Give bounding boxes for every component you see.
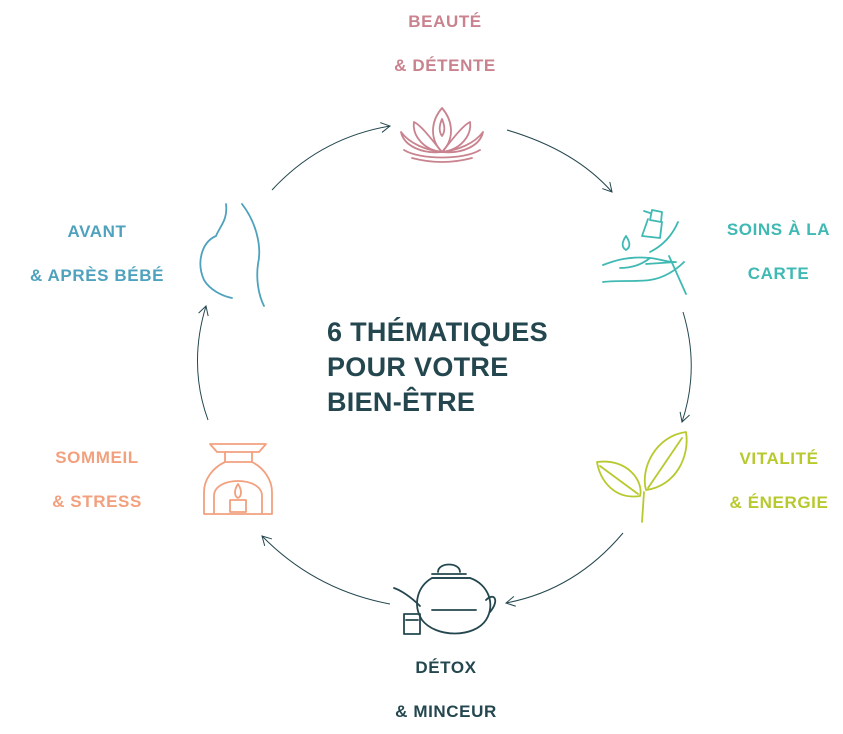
theme-label-beaute-detente: BEAUTÉ & DÉTENTE (383, 0, 507, 88)
theme-sommeil-line2: & STRESS (52, 492, 142, 511)
lotus-icon (400, 107, 484, 163)
center-title-line1: 6 THÉMATIQUES (327, 317, 548, 347)
theme-soins-line1: SOINS À LA (726, 220, 831, 239)
theme-label-soins-carte: SOINS À LA CARTE (715, 208, 842, 296)
teapot-icon (393, 563, 497, 635)
center-title: 6 THÉMATIQUES POUR VOTRE BIEN-ÊTRE (327, 315, 548, 420)
hand-serum-icon (602, 209, 687, 295)
theme-detox-line1: DÉTOX (415, 658, 477, 677)
theme-label-detox-minceur: DÉTOX & MINCEUR (380, 646, 512, 734)
theme-soins-line2: CARTE (747, 264, 810, 283)
theme-label-sommeil-stress: SOMMEIL & STRESS (37, 436, 157, 524)
theme-beaute-line2: & DÉTENTE (394, 56, 496, 75)
theme-beaute-line1: BEAUTÉ (408, 12, 482, 31)
arrow-soins-to-vitalite (679, 311, 692, 423)
cycle-graphics (196, 107, 692, 635)
arrow-avant-to-beaute (271, 122, 392, 191)
center-title-line2: POUR VOTRE (327, 352, 509, 382)
theme-vitalite-line2: & ÉNERGIE (729, 493, 829, 512)
theme-label-avant-apres-bebe: AVANT & APRÈS BÉBÉ (12, 210, 182, 298)
theme-avant-line2: & APRÈS BÉBÉ (29, 266, 165, 285)
theme-detox-line2: & MINCEUR (395, 702, 497, 721)
oil-burner-candle-icon (203, 443, 273, 515)
pregnant-belly-icon (199, 203, 265, 307)
sprout-leaves-icon (596, 431, 688, 523)
wellbeing-cycle-diagram: BEAUTÉ & DÉTENTE SOINS À LA CARTE VITALI… (12, 0, 842, 721)
arrow-vitalite-to-detox (504, 532, 624, 607)
center-title-line3: BIEN-ÊTRE (327, 387, 476, 417)
theme-avant-line1: AVANT (67, 222, 127, 241)
arrow-sommeil-to-avant (196, 305, 209, 421)
theme-sommeil-line1: SOMMEIL (55, 448, 139, 467)
arrow-beaute-to-soins (506, 129, 613, 193)
theme-label-vitalite-energie: VITALITÉ & ÉNERGIE (720, 437, 838, 525)
arrow-detox-to-sommeil (261, 535, 391, 605)
theme-vitalite-line1: VITALITÉ (739, 449, 819, 468)
